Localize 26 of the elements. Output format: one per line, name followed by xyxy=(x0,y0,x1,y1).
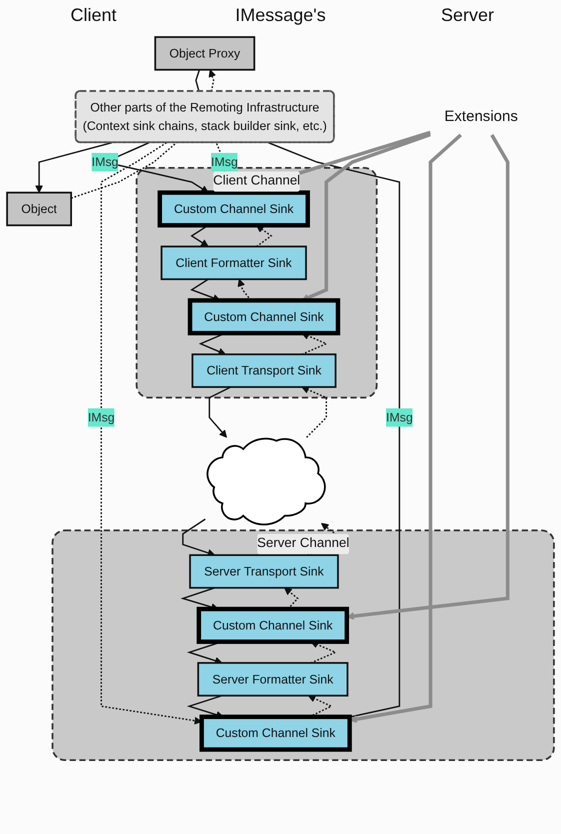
node-box: Custom Channel Sink xyxy=(196,606,350,644)
arrow xyxy=(284,587,299,610)
edge-label: IMsg xyxy=(386,410,413,424)
arrow xyxy=(301,386,328,438)
arrow xyxy=(35,142,112,193)
edge-label: IMsg xyxy=(211,154,238,169)
column-heading: Server xyxy=(440,4,494,26)
node-box: Custom Channel Sink xyxy=(188,298,340,336)
note-text: IMessage's xyxy=(235,4,326,26)
edge-label: IMsg xyxy=(88,410,115,424)
arrow xyxy=(182,518,216,557)
node-cloud xyxy=(206,438,326,526)
arrow xyxy=(208,386,232,438)
column-heading: Client xyxy=(70,4,117,26)
node-box: Object xyxy=(6,192,72,226)
node-box: Server Transport Sink xyxy=(189,554,339,589)
node-text: Extensions xyxy=(444,108,518,125)
node-box: Client Formatter Sink xyxy=(160,246,307,280)
node-box: Server Formatter Sink xyxy=(197,662,348,697)
node-box: Client Transport Sink xyxy=(192,353,336,388)
node-box: Custom Channel Sink xyxy=(158,190,310,228)
connector xyxy=(195,70,200,92)
node-box: Object Proxy xyxy=(154,36,256,71)
edge-label: IMsg xyxy=(92,154,118,169)
connector xyxy=(268,142,400,718)
node-box: Custom Channel Sink xyxy=(199,714,352,752)
